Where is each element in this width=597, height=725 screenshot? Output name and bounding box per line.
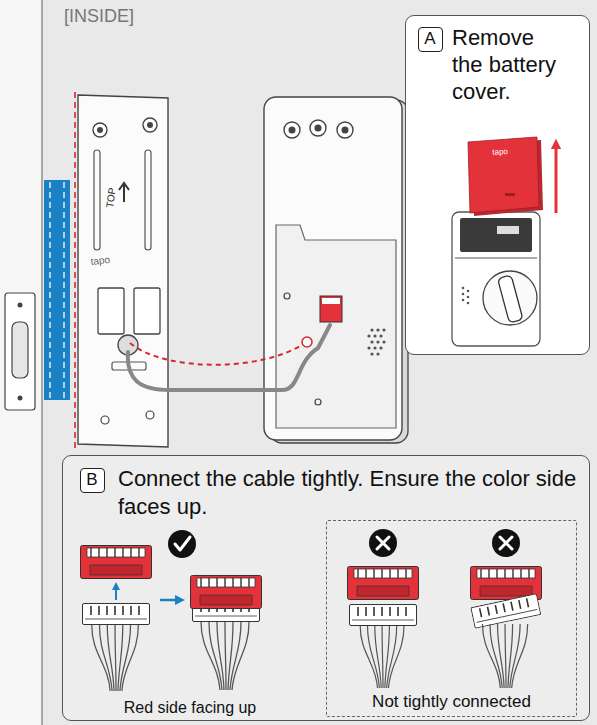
screw-post [289, 127, 296, 134]
battery-compartment [460, 218, 532, 252]
seam [455, 258, 537, 259]
then-arrow [160, 599, 180, 602]
brand-mark: tapo [90, 254, 111, 267]
battery-contact [497, 226, 519, 234]
plate-slot [94, 150, 100, 250]
back-plate [78, 95, 168, 447]
step-badge: B [80, 468, 105, 493]
step-badge: A [418, 27, 443, 52]
screw-hole [143, 118, 157, 132]
connector-plug [471, 594, 541, 628]
plate-slot [145, 150, 151, 250]
cable [128, 325, 330, 390]
step-text: Connect the cable tightly. Ensure the co… [118, 465, 586, 521]
connector-plug [350, 605, 417, 626]
door-bore [44, 180, 70, 400]
lock-body [452, 212, 540, 346]
screw-hole [18, 396, 23, 401]
screw-post [310, 120, 326, 136]
connector-socket [81, 546, 152, 579]
plug-end [302, 337, 312, 347]
speaker-holes [367, 328, 385, 355]
tilted-plug [471, 594, 541, 628]
screw-hole [18, 303, 23, 308]
orientation-label: TOP [104, 187, 118, 209]
door-frame [0, 0, 42, 725]
plate-window [134, 288, 160, 334]
thumb-turn [483, 271, 537, 325]
screw-post [284, 122, 300, 138]
wire-bundle [201, 622, 249, 690]
screw-post [315, 125, 322, 132]
strike-plate-body [5, 293, 35, 410]
battery-inset [452, 137, 556, 346]
connector-plug [193, 601, 260, 622]
routing-guide [130, 343, 305, 365]
cross-mark [377, 537, 389, 549]
check-mark [168, 530, 196, 558]
connector-plug [83, 604, 150, 625]
cover-mark [505, 193, 515, 196]
screw-hole [101, 416, 109, 424]
screw-hole [93, 123, 107, 137]
connector-socket [191, 576, 262, 609]
battery-cover [468, 137, 539, 213]
dashed-guide [49, 182, 50, 398]
strike-slot [12, 322, 28, 378]
connector-pins [322, 298, 340, 304]
step-letter: B [81, 469, 103, 491]
strike-plate [5, 293, 35, 410]
thumb-turn-lever [498, 275, 523, 323]
screw [315, 399, 321, 405]
connector-socket [471, 567, 542, 600]
screw-post [342, 127, 349, 134]
inner-recess [276, 225, 396, 428]
dashed-guide [63, 182, 64, 398]
screw-hole [147, 122, 153, 128]
connector-socket [348, 567, 419, 600]
door-edge-line [41, 0, 42, 725]
plate-window [98, 288, 124, 334]
wrong-connection [348, 529, 542, 688]
wire-bundle [360, 626, 404, 688]
top-arrow [119, 183, 129, 202]
screw-post [337, 122, 353, 138]
cross-mark [500, 537, 512, 549]
cross-mark [369, 529, 397, 557]
cover-edge [472, 140, 543, 216]
instruction-panel: Remove the battery cover. A [405, 15, 590, 355]
step-letter: A [419, 28, 441, 50]
side-label: [INSIDE] [64, 6, 134, 27]
alignment-line [74, 92, 76, 448]
wrong-examples-box: Not tightly connected [326, 520, 577, 717]
insert-arrow [115, 586, 117, 600]
speaker-holes [462, 287, 470, 305]
step-text: Remove the battery cover. [452, 24, 566, 105]
screw-hole [146, 411, 154, 419]
cross-mark [492, 529, 520, 557]
wire-bundle [482, 624, 527, 688]
caption-text: Not tightly connected [327, 692, 576, 712]
check-mark [175, 537, 190, 550]
slide-arrow [555, 144, 558, 213]
bore-area [44, 180, 70, 400]
screw [284, 293, 290, 299]
wire-bundle [92, 625, 139, 691]
instruction-panel: Connect the cable tightly. Ensure the co… [62, 455, 590, 721]
correct-connection [81, 530, 262, 691]
board-connector [320, 296, 342, 322]
screw-hole [97, 127, 103, 133]
plate-body [78, 95, 168, 447]
